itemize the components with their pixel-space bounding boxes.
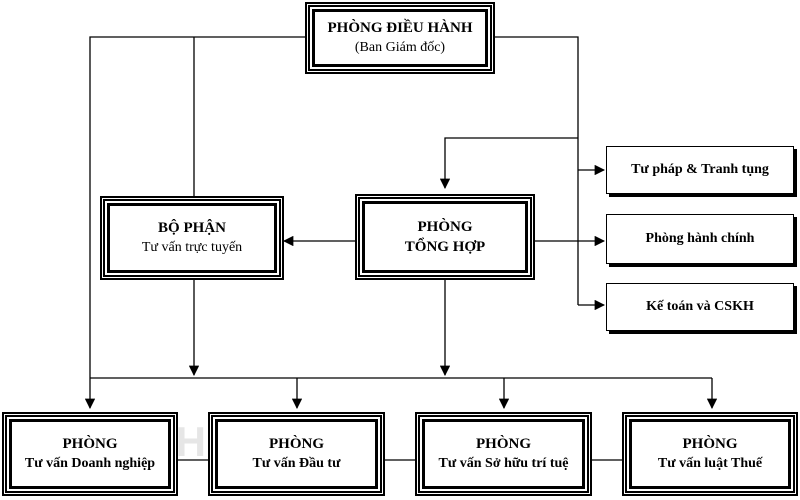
node-legal-label: Tư pháp & Tranh tụng (631, 161, 769, 177)
node-enterprise-title: PHÒNG (62, 436, 118, 453)
node-ip-title: PHÒNG (476, 436, 531, 453)
node-admin-label: Phòng hành chính (645, 230, 755, 246)
line-exec-right (493, 36, 579, 305)
node-ip: PHÒNG Tư vấn Sở hữu trí tuệ (415, 412, 592, 496)
node-online-consulting: BỘ PHẬN Tư vấn trực tuyến (100, 196, 284, 280)
node-legal: Tư pháp & Tranh tụng (606, 146, 794, 194)
node-executive: PHÒNG ĐIỀU HÀNH (Ban Giám đốc) (305, 2, 495, 74)
node-tax: PHÒNG Tư vấn luật Thuế (622, 412, 798, 496)
node-general-subtitle: TỔNG HỢP (404, 239, 486, 255)
node-accounting-label: Kế toán và CSKH (646, 298, 754, 314)
node-online-title: BỘ PHẬN (158, 220, 226, 237)
node-tax-title: PHÒNG (682, 436, 738, 453)
node-executive-subtitle: (Ban Giám đốc) (354, 39, 446, 55)
node-tax-subtitle: Tư vấn luật Thuế (657, 455, 763, 471)
node-general: PHÒNG TỔNG HỢP (355, 194, 535, 280)
line-to-general (439, 137, 578, 190)
node-admin: Phòng hành chính (606, 214, 794, 264)
node-enterprise-subtitle: Tư vấn Doanh nghiệp (24, 455, 156, 471)
node-general-title: PHÒNG (417, 218, 473, 235)
node-investment: PHÒNG Tư vấn Đầu tư (208, 412, 385, 496)
node-enterprise: PHÒNG Tư vấn Doanh nghiệp (2, 412, 178, 496)
node-ip-subtitle: Tư vấn Sở hữu trí tuệ (438, 455, 569, 471)
node-investment-subtitle: Tư vấn Đầu tư (252, 455, 341, 471)
node-online-subtitle: Tư vấn trực tuyến (141, 239, 243, 255)
node-accounting: Kế toán và CSKH (606, 283, 794, 331)
node-executive-title: PHÒNG ĐIỀU HÀNH (327, 20, 473, 37)
line-exec-left (84, 36, 305, 410)
node-investment-title: PHÒNG (269, 436, 324, 453)
